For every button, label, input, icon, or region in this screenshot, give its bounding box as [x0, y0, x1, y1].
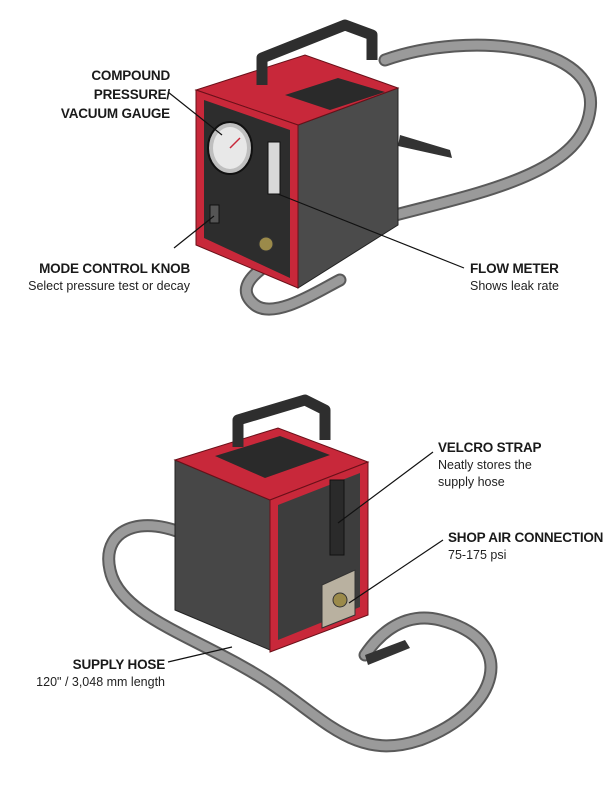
- velcro-strap-subtitle-line1: Neatly stores the: [438, 458, 532, 472]
- carry-handle-top: [256, 19, 378, 85]
- tester-rear-view: [102, 394, 498, 753]
- flow-meter-tube: [267, 141, 281, 195]
- supply-hose-callout: SUPPLY HOSE 120" / 3,048 mm length: [10, 655, 165, 691]
- gauge-callout: COMPOUND PRESSURE/ VACUUM GAUGE: [20, 66, 170, 123]
- shop-air-title: SHOP AIR CONNECTION: [448, 530, 604, 545]
- velcro-strap-subtitle-line2: supply hose: [438, 475, 505, 489]
- mode-control-knob: [209, 204, 220, 224]
- leader-velcro: [337, 451, 434, 524]
- supply-hose-subtitle: 120" / 3,048 mm length: [36, 675, 165, 689]
- leader-gauge: [167, 91, 223, 136]
- mode-knob-title: MODE CONTROL KNOB: [39, 261, 190, 276]
- leader-shop-air: [348, 539, 444, 604]
- flow-meter-callout: FLOW METER Shows leak rate: [470, 259, 610, 295]
- supply-hose-title: SUPPLY HOSE: [72, 657, 166, 672]
- tester-front-view: [194, 19, 597, 316]
- gauge-title-line1: COMPOUND PRESSURE/: [91, 68, 170, 102]
- velcro-strap-shape: [329, 479, 345, 556]
- gauge-title-line2: VACUUM GAUGE: [60, 106, 170, 121]
- air-fitting-bottom: [332, 592, 348, 608]
- shop-air-subtitle: 75-175 psi: [448, 548, 507, 562]
- mode-knob-subtitle: Select pressure test or decay: [28, 279, 190, 293]
- flow-meter-subtitle: Shows leak rate: [470, 279, 559, 293]
- air-fitting-top: [258, 236, 274, 252]
- leader-mode-knob: [173, 215, 215, 249]
- hose-nozzle-top: [398, 135, 452, 158]
- velcro-strap-title: VELCRO STRAP: [438, 440, 542, 455]
- hose-nozzle-bottom: [365, 640, 410, 665]
- shop-air-callout: SHOP AIR CONNECTION 75-175 psi: [448, 528, 613, 564]
- leader-lines: [167, 91, 465, 663]
- leader-flow-meter: [277, 193, 465, 269]
- velcro-strap-callout: VELCRO STRAP Neatly stores the supply ho…: [438, 438, 608, 491]
- mode-knob-callout: MODE CONTROL KNOB Select pressure test o…: [10, 259, 190, 295]
- flow-meter-title: FLOW METER: [470, 261, 559, 276]
- carry-handle-bottom: [232, 394, 331, 447]
- leader-supply-hose: [167, 646, 233, 663]
